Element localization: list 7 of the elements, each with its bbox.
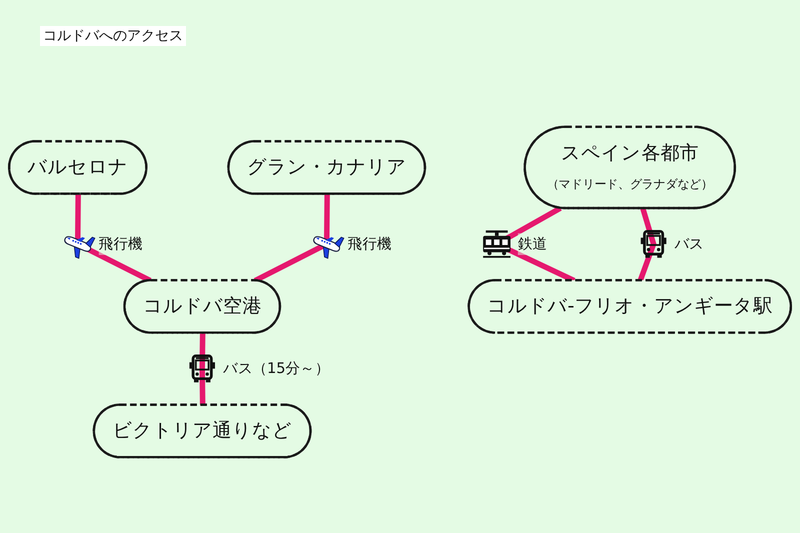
connector: [199, 333, 206, 406]
edge-label: 飛行機: [98, 234, 143, 252]
edge-label: バス: [674, 234, 704, 252]
edge-label: バス（15分～）: [223, 360, 330, 377]
title: コルドバへのアクセス: [40, 26, 186, 46]
edge-label: 鉄道: [518, 234, 547, 252]
edge-label: 飛行機: [348, 234, 392, 252]
